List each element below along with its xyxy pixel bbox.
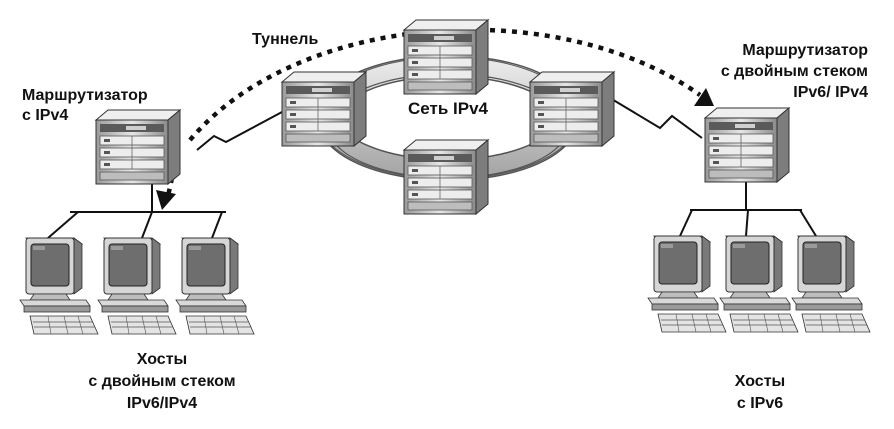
router-icon [281, 71, 367, 147]
router-icon [529, 71, 615, 147]
link-right-router-ipv4 [609, 97, 703, 139]
down-arrowhead-icon [156, 190, 176, 210]
svg-text:IPv6/ IPv4: IPv6/ IPv4 [793, 84, 868, 101]
svg-text:с двойным стеком: с двойным стеком [721, 63, 868, 80]
left-hosts-label: Хосты с двойным стеком IPv6/IPv4 [88, 351, 235, 412]
computer-icon [719, 235, 799, 333]
tunnel-arrowhead-icon [694, 88, 714, 106]
link-left-router-ipv4 [196, 111, 283, 151]
tunnel-label: Туннель [252, 31, 318, 48]
router-icon [403, 139, 489, 215]
computer-icon [791, 235, 871, 333]
right-hosts-group [647, 235, 871, 333]
svg-text:с двойным стеком: с двойным стеком [88, 373, 235, 390]
svg-text:Хосты: Хосты [137, 351, 187, 368]
right-hosts-label: Хосты с IPv6 [735, 373, 785, 412]
svg-text:Хосты: Хосты [735, 373, 785, 390]
svg-text:IPv6/IPv4: IPv6/IPv4 [127, 395, 197, 412]
right-router-label: Маршрутизатор с двойным стеком IPv6/ IPv… [721, 42, 868, 101]
router-icon [403, 19, 489, 95]
computer-icon [19, 237, 99, 335]
left-hosts-group [19, 237, 255, 335]
network-label: Сеть IPv4 [408, 99, 489, 118]
svg-text:с IPv6: с IPv6 [737, 395, 783, 412]
svg-text:Маршрутизатор: Маршрутизатор [742, 42, 868, 59]
router-icon [95, 109, 181, 185]
links [47, 97, 817, 239]
router-icon [704, 107, 790, 183]
left-router-label: Маршрутизатор с IPv4 [22, 87, 148, 124]
svg-text:с IPv4: с IPv4 [22, 107, 68, 124]
computer-icon [97, 237, 177, 335]
computer-icon [647, 235, 727, 333]
svg-text:Маршрутизатор: Маршрутизатор [22, 87, 148, 104]
computer-icon [175, 237, 255, 335]
